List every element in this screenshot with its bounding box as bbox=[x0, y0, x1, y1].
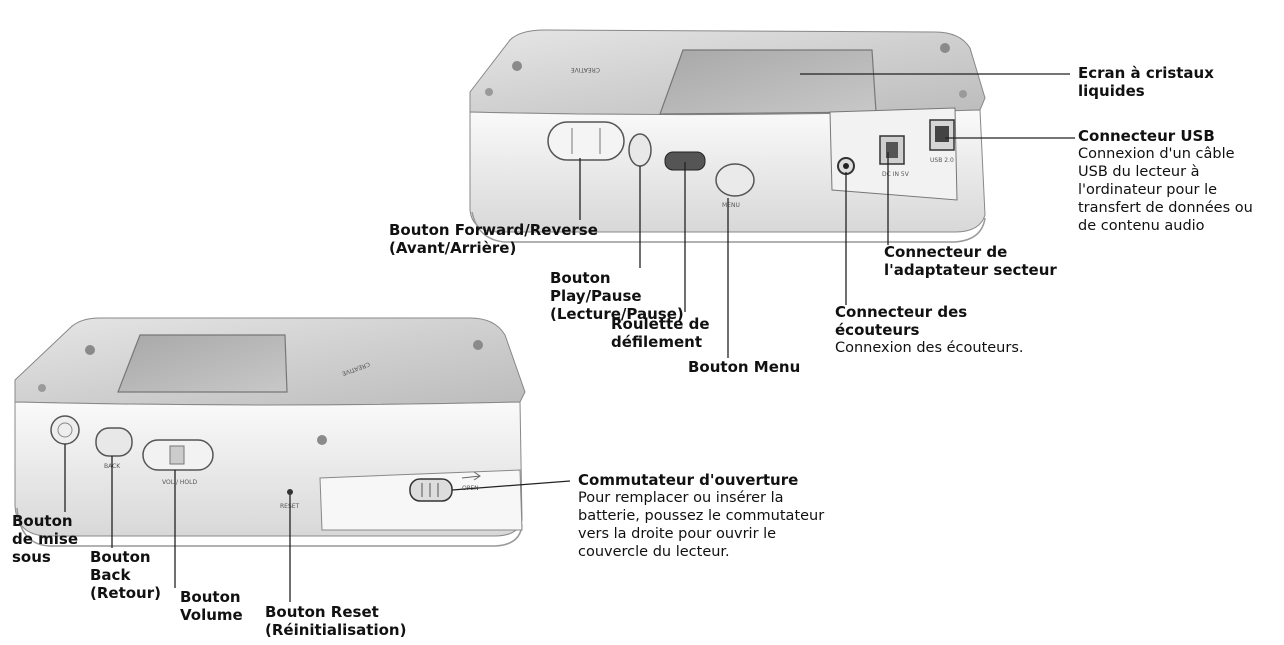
lcd-screen-bottom-view bbox=[117, 334, 288, 393]
callout-usb-desc-4: de contenu audio bbox=[1078, 218, 1205, 234]
callout-usb-desc-0: Connexion d'un câble bbox=[1078, 146, 1235, 162]
callout-adapter-title: Connecteur de l'adaptateur secteur bbox=[884, 243, 1057, 279]
callout-forward: Bouton Forward/Reverse (Avant/Arrière) bbox=[389, 221, 629, 257]
callout-usb-desc-1: USB du lecteur à bbox=[1078, 164, 1200, 180]
device-top-view: CREATIVE MENU DC IN 5V USB 2.0 bbox=[469, 29, 986, 243]
power-button[interactable] bbox=[50, 415, 80, 445]
callout-volume: Bouton Volume bbox=[180, 588, 255, 624]
callout-headphones-title: Connecteur des écouteurs bbox=[835, 303, 968, 339]
callout-latch-desc-2: vers la droite pour ouvrir le bbox=[578, 526, 777, 542]
dc-in-label: DC IN 5V bbox=[882, 171, 910, 178]
callout-scroll: Roulette de défilement bbox=[611, 315, 721, 351]
callout-latch-title: Commutateur d'ouverture bbox=[578, 471, 799, 489]
callout-power-title: Bouton de mise sous bbox=[12, 512, 79, 566]
callout-power: Bouton de mise sous bbox=[12, 512, 84, 566]
device-bottom-view: CREATIVE BACK VOL / HOLD RESET OPEN bbox=[14, 317, 526, 547]
callout-latch-desc-1: batterie, poussez le commutateur bbox=[578, 508, 825, 524]
usb-port-label: USB 2.0 bbox=[930, 157, 954, 164]
callout-playpause: Bouton Play/Pause (Lecture/Pause) bbox=[550, 269, 685, 323]
callout-usb: Connecteur USB Connexion d'un câble USB … bbox=[1078, 127, 1253, 235]
play-pause-button[interactable] bbox=[628, 133, 652, 167]
volume-key-label: VOL / HOLD bbox=[162, 479, 197, 486]
callout-latch-desc-3: couvercle du lecteur. bbox=[578, 544, 730, 560]
battery-latch-switch[interactable] bbox=[409, 478, 453, 502]
callout-adapter: Connecteur de l'adaptateur secteur bbox=[884, 243, 1074, 279]
leader-lines bbox=[64, 73, 1075, 602]
callout-lcd-title: Ecran à cristaux liquides bbox=[1078, 64, 1214, 100]
callout-usb-title: Connecteur USB bbox=[1078, 127, 1215, 145]
callout-scroll-title: Roulette de défilement bbox=[611, 315, 710, 351]
callout-lcd: Ecran à cristaux liquides bbox=[1078, 64, 1268, 100]
callout-menu-title: Bouton Menu bbox=[688, 358, 801, 376]
callout-reset-title: Bouton Reset (Réinitialisation) bbox=[265, 603, 407, 639]
callout-playpause-title: Bouton Play/Pause (Lecture/Pause) bbox=[550, 269, 684, 323]
callout-usb-desc-3: transfert de données ou bbox=[1078, 200, 1253, 216]
callout-latch: Commutateur d'ouverture Pour remplacer o… bbox=[578, 471, 824, 561]
callout-back: Bouton Back (Retour) bbox=[90, 548, 170, 602]
callout-reset: Bouton Reset (Réinitialisation) bbox=[265, 603, 445, 639]
brand-logo: CREATIVE bbox=[571, 66, 600, 73]
back-key-label: BACK bbox=[104, 463, 121, 470]
callout-usb-desc-2: l'ordinateur pour le bbox=[1078, 182, 1218, 198]
menu-button[interactable] bbox=[715, 163, 755, 197]
callout-forward-title: Bouton Forward/Reverse (Avant/Arrière) bbox=[389, 221, 598, 257]
lcd-screen bbox=[659, 49, 877, 115]
forward-reverse-button[interactable] bbox=[547, 121, 625, 161]
callout-menu: Bouton Menu bbox=[688, 358, 800, 376]
reset-button[interactable] bbox=[287, 489, 293, 495]
open-arrow-icon bbox=[461, 471, 481, 481]
callout-headphones: Connecteur des écouteurs Connexion des é… bbox=[835, 303, 1024, 357]
callout-latch-desc-0: Pour remplacer ou insérer la bbox=[578, 490, 784, 506]
menu-key-label: MENU bbox=[722, 202, 740, 209]
callout-back-title: Bouton Back (Retour) bbox=[90, 548, 161, 602]
callout-volume-title: Bouton Volume bbox=[180, 588, 243, 624]
back-button[interactable] bbox=[95, 427, 133, 457]
callout-headphones-desc-0: Connexion des écouteurs. bbox=[835, 340, 1024, 356]
